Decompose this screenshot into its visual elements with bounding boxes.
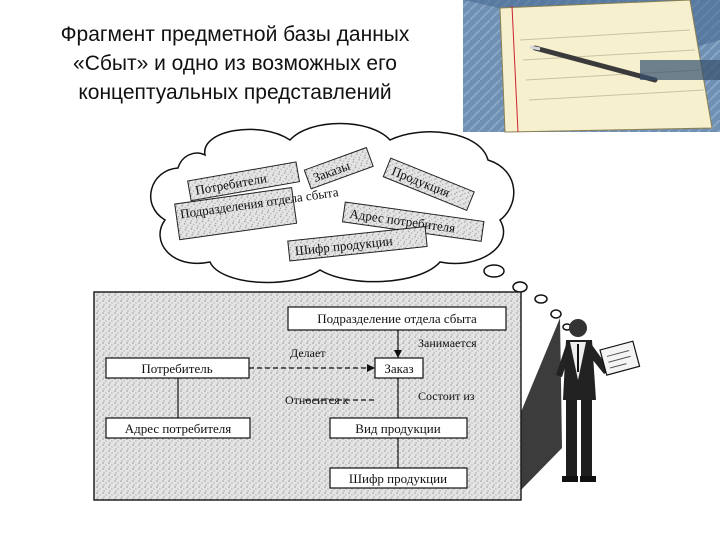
relation-consists-of: Состоит из xyxy=(418,389,475,403)
svg-text:Адрес потребителя: Адрес потребителя xyxy=(125,421,232,436)
presenter-figure xyxy=(556,319,641,482)
svg-text:Шифр продукции: Шифр продукции xyxy=(349,471,447,486)
svg-text:Подразделение отдела сбыта: Подразделение отдела сбыта xyxy=(317,311,477,326)
arrow-head xyxy=(394,350,402,358)
projector-beam xyxy=(521,318,562,490)
concept-diagram: Делает Занимается Относится к Состоит из… xyxy=(93,291,522,501)
entity-department: Подразделение отдела сбыта xyxy=(287,306,507,331)
relation-makes: Делает xyxy=(290,346,326,360)
entity-order: Заказ xyxy=(374,357,424,379)
thought-bubble-1 xyxy=(483,264,505,278)
notepad-photo xyxy=(463,0,720,133)
svg-text:Заказ: Заказ xyxy=(384,361,413,376)
svg-text:Потребитель: Потребитель xyxy=(141,361,212,376)
svg-text:Вид продукции: Вид продукции xyxy=(355,421,440,436)
thought-bubble-4 xyxy=(550,309,562,319)
thought-bubble-2 xyxy=(512,281,528,293)
title-line-1: Фрагмент предметной базы данных xyxy=(60,23,410,46)
entity-product-code: Шифр продукции xyxy=(329,467,468,489)
entity-consumer: Потребитель xyxy=(105,357,250,379)
title-line-3: концептуальных представлений xyxy=(78,81,392,104)
arrow-head xyxy=(367,364,375,372)
entity-consumer-address: Адрес потребителя xyxy=(105,417,251,439)
slide-title: Фрагмент предметной базы данных «Сбыт» и… xyxy=(20,20,450,107)
diagram-links xyxy=(177,330,399,468)
document-folder xyxy=(599,340,641,376)
relation-handles: Занимается xyxy=(418,336,477,350)
entity-product-type: Вид продукции xyxy=(329,417,468,439)
thought-cloud: Потребители Заказы Продукция Подразделен… xyxy=(149,122,572,331)
title-line-2: «Сбыт» и одно из возможных его xyxy=(73,52,397,75)
relation-relates-to: Относится к xyxy=(285,393,349,407)
thought-bubble-3 xyxy=(534,294,548,304)
